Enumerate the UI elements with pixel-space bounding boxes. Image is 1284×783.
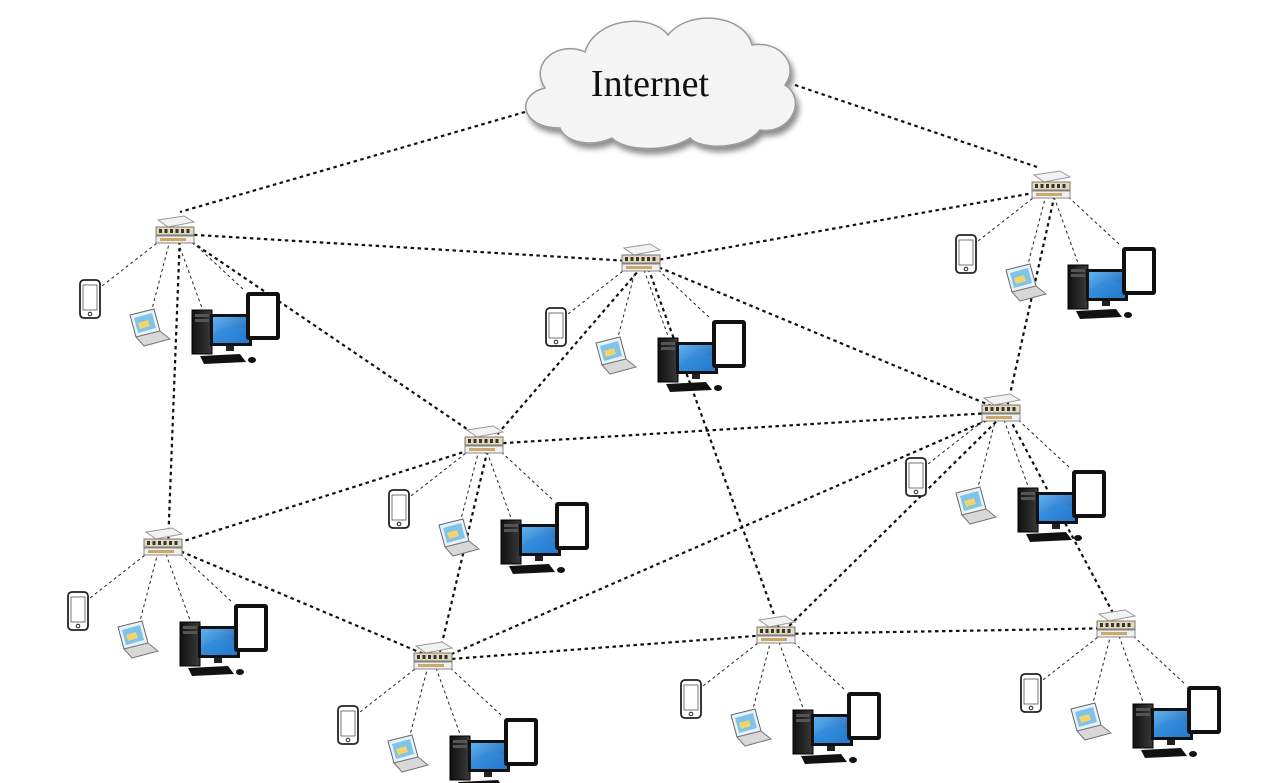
device-links [89,547,233,622]
phone-icon [388,489,410,529]
device-links [702,635,846,710]
desktop-computer-icon [449,735,510,783]
mesh-link [645,187,1057,264]
phone-icon [337,705,359,745]
laptop-icon [387,734,430,773]
network-node [79,215,280,364]
network-node [905,393,1106,542]
laptop-icon [955,486,998,525]
tablet-icon [246,292,280,340]
tablet-icon [1072,470,1106,518]
cloud-icon [525,17,797,150]
desktop-computer-icon [500,519,565,574]
router-icon [143,527,184,556]
mesh-link [644,261,783,635]
mesh-link [179,232,647,264]
laptop-icon [438,518,481,557]
phone-icon [905,457,927,497]
phone-icon [1020,673,1042,713]
nodes [67,170,1221,783]
network-node [955,170,1156,319]
router-icon [1096,609,1137,638]
desktop-computer-icon [1132,703,1197,758]
laptop-icon [1070,702,1113,741]
laptop-icon [1005,263,1048,302]
router-icon [756,615,797,644]
network-node [67,527,268,676]
router-icon [413,641,454,670]
laptop-icon [730,708,773,747]
phone-icon [67,591,89,631]
tablet-icon [847,692,881,740]
device-links [567,263,711,338]
phone-icon [545,307,567,347]
mesh-link [166,233,182,547]
mesh-link [436,443,491,661]
internet-link [794,83,1041,170]
router-icon [155,215,196,244]
device-links [977,190,1121,265]
mesh-link [488,410,1007,446]
mesh-link [167,442,490,548]
tablet-icon [712,320,746,368]
laptop-icon [129,308,172,347]
tablet-icon [1122,247,1156,295]
mesh-link [179,233,490,445]
phone-icon [680,679,702,719]
device-links [359,661,503,736]
phone-icon [79,279,101,319]
network-node [337,641,538,783]
mesh-link [645,260,1007,414]
internet-link [179,110,526,214]
tablet-icon [504,718,538,766]
device-links [410,445,554,520]
mesh-link [488,261,647,445]
router-icon [464,425,505,454]
router-icon [1031,170,1072,199]
mesh-links [166,83,1122,662]
internet-cloud: Internet [525,17,797,150]
mesh-link [437,410,1007,662]
network-node [388,425,589,574]
tablet-icon [555,502,589,550]
mesh-link [1004,188,1058,413]
mesh-link [437,632,782,662]
tablet-icon [234,604,268,652]
device-links [1042,629,1186,704]
device-links [927,413,1071,488]
network-node [680,615,881,764]
desktop-computer-icon [179,621,244,676]
network-node [545,243,746,392]
desktop-computer-icon [657,337,722,392]
desktop-computer-icon [1067,264,1132,319]
desktop-computer-icon [1017,487,1082,542]
laptop-icon [117,620,160,659]
desktop-computer-icon [792,709,857,764]
phone-icon [955,234,977,274]
router-icon [981,393,1022,422]
network-node [1020,609,1221,758]
internet-label: Internet [591,63,710,105]
router-icon [621,243,662,272]
mesh-link [780,626,1122,636]
desktop-computer-icon [191,309,256,364]
laptop-icon [595,336,638,375]
tablet-icon [1187,686,1221,734]
device-links [101,235,245,310]
